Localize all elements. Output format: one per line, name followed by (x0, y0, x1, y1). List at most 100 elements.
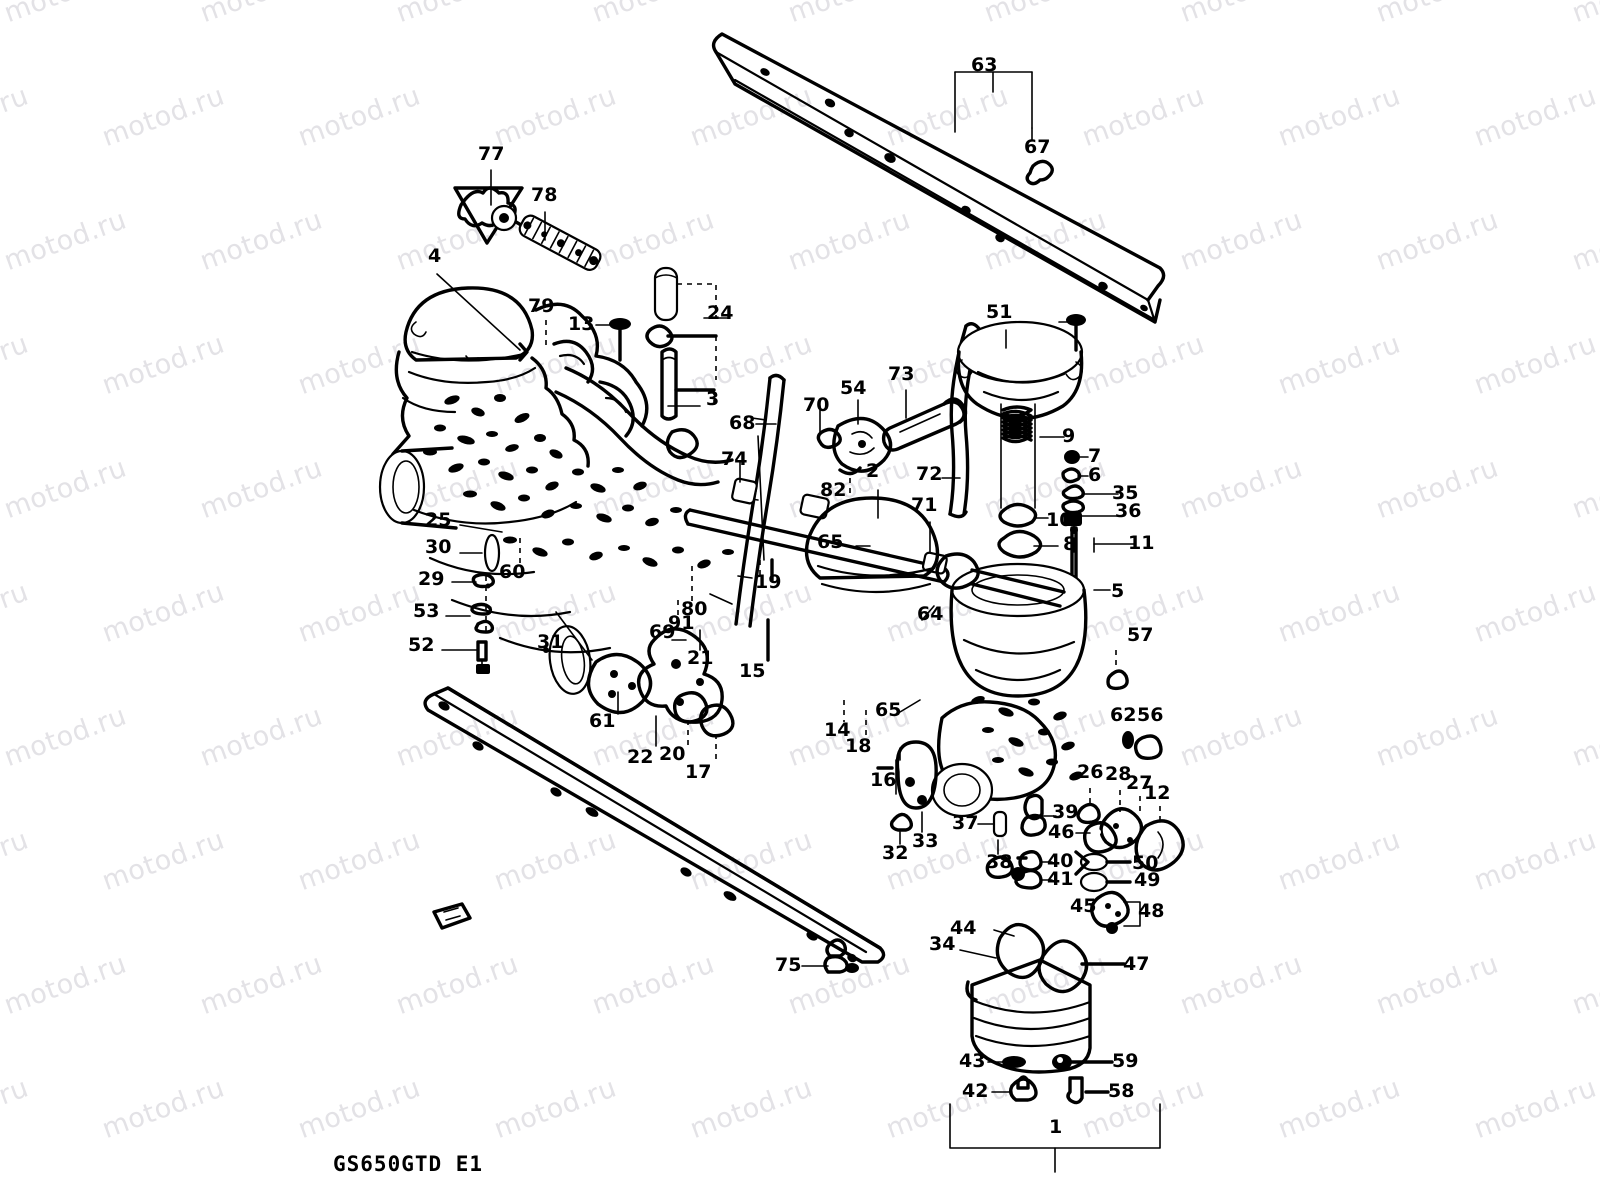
callout-number-24: 24 (707, 302, 734, 324)
part-36 (1064, 512, 1082, 526)
callout-number-20: 20 (659, 743, 686, 765)
callout-number-32: 32 (882, 842, 909, 864)
parts-cluster-lower-center (876, 740, 1008, 845)
callout-number-29: 29 (418, 568, 445, 590)
callout-number-72: 72 (916, 463, 943, 485)
callout-number-64: 64 (917, 603, 944, 625)
callout-number-59: 59 (1112, 1050, 1139, 1072)
callout-number-18: 18 (845, 735, 872, 757)
diagram-caption: GS650GTD E1 (333, 1152, 484, 1176)
callout-number-19: 19 (755, 571, 782, 593)
part-35 (1061, 484, 1086, 501)
part-30 (483, 533, 501, 573)
part-washer-8 (997, 529, 1043, 559)
part-spring-9 (1000, 403, 1065, 509)
part-valve-70-54 (816, 399, 893, 494)
leader-44 (993, 929, 1015, 937)
callout-number-26: 26 (1077, 761, 1104, 783)
part-74 (731, 477, 758, 505)
callout-number-9: 9 (1062, 425, 1076, 447)
callout-number-28: 28 (1105, 763, 1132, 785)
callout-number-78: 78 (531, 184, 558, 206)
callout-number-17: 17 (685, 761, 712, 783)
callout-number-75: 75 (775, 954, 802, 976)
callout-number-82: 82 (820, 479, 847, 501)
callout-number-42: 42 (962, 1080, 989, 1102)
parts-cluster-lower-right (985, 788, 1185, 934)
callout-number-22: 22 (627, 746, 654, 768)
callout-number-30: 30 (425, 536, 452, 558)
callout-number-31: 31 (537, 631, 564, 653)
part-6 (1061, 467, 1082, 484)
callout-number-71: 71 (911, 494, 938, 516)
part-carburetor-body-right (930, 562, 1163, 818)
callout-number-43: 43 (959, 1050, 986, 1072)
callout-number-36: 36 (1115, 500, 1142, 522)
callout-number-67: 67 (1024, 136, 1051, 158)
callout-number-61: 61 (589, 710, 616, 732)
part-mounting-bar-bottom (423, 686, 886, 974)
leader-bracket-63-67 (954, 71, 1033, 141)
callout-number-44: 44 (950, 917, 977, 939)
callout-number-35: 35 (1112, 482, 1139, 504)
part-carburetor-body-left (378, 302, 734, 695)
callout-number-73: 73 (888, 363, 915, 385)
parts-cluster-middle (543, 558, 774, 764)
callout-number-54: 54 (840, 377, 867, 399)
callout-number-49: 49 (1134, 869, 1161, 891)
callout-number-62: 62 (1110, 704, 1137, 726)
part-washer-10 (998, 502, 1038, 528)
callout-number-2: 2 (866, 460, 880, 482)
callout-number-45: 45 (1070, 895, 1097, 917)
callout-number-6: 6 (1088, 464, 1102, 486)
callout-number-80: 80 (681, 598, 708, 620)
part-float-chamber (949, 922, 1161, 1173)
callout-number-65: 65 (817, 531, 844, 553)
leader-34 (959, 949, 997, 959)
part-56 (1133, 734, 1163, 761)
callout-number-65: 65 (875, 699, 902, 721)
part-shaft-3 (660, 347, 716, 421)
callout-number-77: 77 (478, 143, 505, 165)
callout-number-21: 21 (687, 647, 714, 669)
callout-number-41: 41 (1047, 868, 1074, 890)
part-62 (1122, 731, 1134, 749)
callout-number-74: 74 (721, 448, 748, 470)
callout-number-53: 53 (413, 600, 440, 622)
part-mounting-bar-top (711, 32, 1166, 324)
callout-number-58: 58 (1108, 1080, 1135, 1102)
callout-number-8: 8 (1063, 533, 1077, 555)
callout-number-4: 4 (428, 245, 442, 267)
callout-number-63: 63 (971, 54, 998, 76)
callout-number-15: 15 (739, 660, 766, 682)
callout-number-1: 1 (1049, 1116, 1063, 1138)
callout-number-57: 57 (1127, 624, 1154, 646)
callout-number-40: 40 (1047, 850, 1074, 872)
part-diaphragm-51-9 (954, 320, 1084, 559)
callout-number-14: 14 (824, 719, 851, 741)
callout-number-50: 50 (1132, 852, 1159, 874)
callout-number-25: 25 (425, 509, 452, 531)
callout-number-39: 39 (1052, 801, 1079, 823)
callout-number-52: 52 (408, 634, 435, 656)
part-7 (1064, 450, 1080, 464)
callout-number-38: 38 (986, 851, 1013, 873)
leader-5mid (709, 593, 733, 605)
part-throttle-link-77-78 (453, 169, 602, 271)
part-screw-13-right (1058, 314, 1086, 352)
callout-number-33: 33 (912, 830, 939, 852)
callout-number-7: 7 (1088, 445, 1102, 467)
leaders-lower-middle (843, 699, 921, 795)
callout-number-11: 11 (1128, 532, 1155, 554)
callout-number-79: 79 (528, 295, 555, 317)
callout-number-91: 91 (668, 612, 695, 634)
callout-number-46: 46 (1048, 821, 1075, 843)
callout-number-3: 3 (706, 388, 720, 410)
callout-number-60: 60 (499, 561, 526, 583)
callout-number-70: 70 (803, 394, 830, 416)
part-pin-24 (645, 266, 729, 380)
callout-number-68: 68 (729, 412, 756, 434)
part-top-cap-4 (403, 273, 535, 362)
